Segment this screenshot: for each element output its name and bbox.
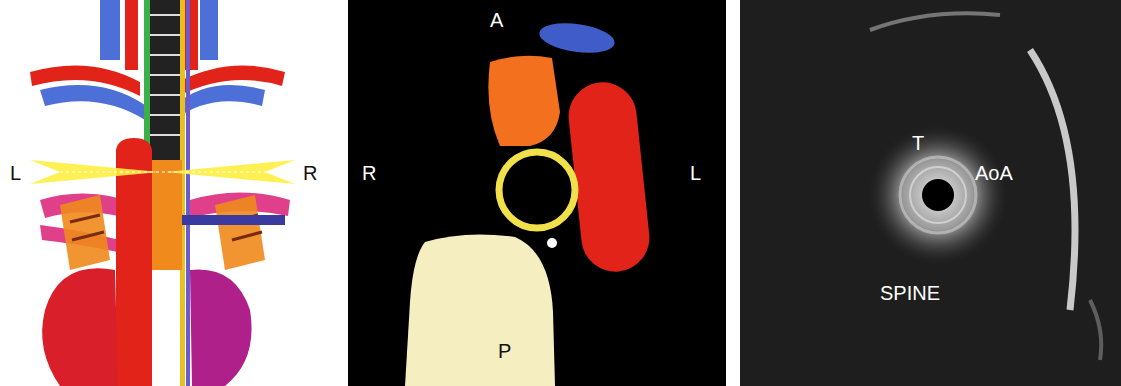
region-label: P bbox=[498, 341, 511, 361]
structure-label: T bbox=[912, 133, 924, 153]
spine-outline bbox=[405, 232, 555, 386]
side-label: R bbox=[303, 163, 317, 183]
side-label: L bbox=[10, 163, 21, 183]
direction-label: A bbox=[490, 10, 503, 30]
structure-label: SPINE bbox=[880, 283, 940, 303]
artery-shape bbox=[488, 56, 560, 146]
direction-label: R bbox=[362, 163, 376, 183]
structure-label: AoA bbox=[975, 163, 1013, 183]
probe-lumen bbox=[922, 179, 954, 211]
schematic-ground bbox=[348, 0, 726, 386]
vessel-shape bbox=[537, 19, 616, 57]
aortic-wall-echo bbox=[1030, 50, 1075, 310]
direction-label: L bbox=[690, 163, 701, 183]
echo-halo bbox=[868, 125, 1008, 265]
trachea-ring bbox=[499, 152, 575, 228]
aorta-shape bbox=[565, 79, 652, 275]
anatomy-sketch bbox=[30, 0, 295, 386]
spine-shape: P bbox=[405, 232, 555, 386]
ultrasound-ground bbox=[740, 0, 1121, 386]
dot bbox=[547, 238, 557, 248]
